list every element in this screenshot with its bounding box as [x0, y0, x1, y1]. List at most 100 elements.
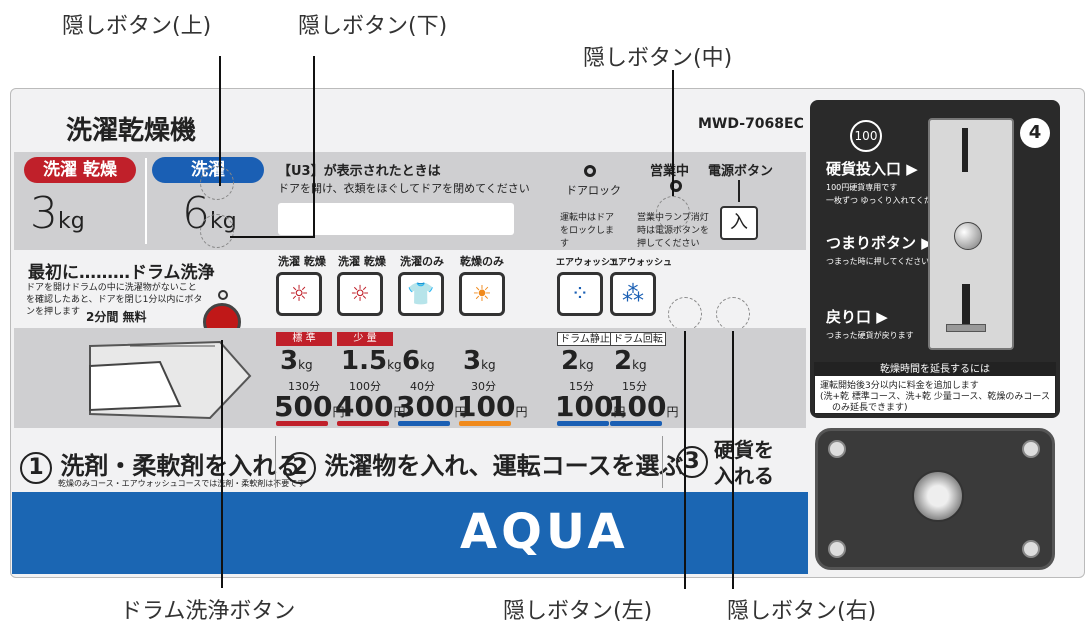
- power-button-label: 電源ボタン: [708, 164, 774, 179]
- door-lock-lamp: [584, 165, 596, 177]
- step-3-number: 3: [676, 446, 708, 478]
- hidden-button-bottom[interactable]: [200, 214, 234, 248]
- divider: [145, 158, 147, 244]
- step-divider: [275, 436, 276, 488]
- coin-value-icon: 100: [850, 120, 882, 152]
- capacity-unit: kg: [420, 358, 435, 372]
- capacity-unit: kg: [387, 358, 402, 372]
- price-value: 100: [608, 390, 667, 423]
- mode-label: 洗濯 乾燥: [278, 255, 326, 268]
- price-unit: 円: [393, 405, 406, 419]
- wash-dry-icon[interactable]: ☼: [276, 272, 322, 316]
- capacity-unit: kg: [579, 358, 594, 372]
- door-lock-label: ドアロック: [566, 184, 621, 197]
- capacity-value: 3: [280, 346, 299, 376]
- leader-line: [313, 56, 315, 238]
- key-lock-icon[interactable]: [912, 470, 964, 522]
- price-unit: 円: [613, 405, 626, 419]
- u3-title: 【U3】が表示されたときは: [278, 164, 441, 179]
- airwash-label: エアウォッシュ: [609, 258, 673, 268]
- door-illustration: [30, 336, 260, 422]
- leader-line: [732, 331, 734, 589]
- hidden-button-right[interactable]: [716, 297, 750, 331]
- capacity-unit: kg: [632, 358, 647, 372]
- coin-return-label: 戻り口 ▶: [826, 308, 888, 326]
- course-capacity: 2kg: [561, 346, 594, 376]
- airwash-icon[interactable]: ⁘: [557, 272, 603, 316]
- capacity-unit: kg: [481, 358, 496, 372]
- step-row-bg: [14, 430, 806, 490]
- capacity-value: 1.5: [341, 346, 388, 376]
- coin-return-slot[interactable]: [962, 284, 970, 332]
- step-1-number: 1: [20, 452, 52, 484]
- leader-line: [672, 70, 674, 196]
- course-price: 300円: [396, 390, 466, 423]
- airwash-label: エアウォッシュ: [556, 258, 620, 268]
- callout-hidden-left: 隠しボタン(左): [503, 599, 653, 624]
- price-value: 500: [274, 390, 333, 423]
- capacity-wash-dry: 3kg: [30, 188, 85, 239]
- course-duration: 100分: [349, 380, 381, 393]
- step-2-text: 洗濯物を入れ、運転コースを選ぶ: [324, 452, 684, 480]
- mode-label: 乾燥のみ: [460, 255, 504, 268]
- capacity-value: 2: [614, 346, 633, 376]
- drum-wash-lamp: [218, 290, 228, 300]
- step-2: 2 洗濯物を入れ、運転コースを選ぶ: [284, 446, 683, 484]
- step-divider: [662, 436, 663, 488]
- price-unit: 円: [332, 405, 345, 419]
- capacity-value: 3: [463, 346, 482, 376]
- jam-button[interactable]: [954, 222, 982, 250]
- course-tag: 標 準: [276, 332, 332, 346]
- price-unit: 円: [666, 405, 679, 419]
- mode-label: 洗濯のみ: [400, 255, 444, 268]
- price-value: 400: [335, 390, 394, 423]
- jam-button-label: つまりボタン ▶: [826, 234, 933, 252]
- capacity-unit: kg: [58, 209, 85, 234]
- wash-dry-icon[interactable]: ☼: [337, 272, 383, 316]
- course-tag: ドラム静止: [557, 332, 613, 346]
- course-duration: 40分: [410, 380, 435, 393]
- course-capacity: 2kg: [614, 346, 647, 376]
- course-capacity: 1.5kg: [341, 346, 402, 376]
- course-color-bar: [337, 421, 389, 426]
- panel-title: 洗濯乾燥機: [66, 116, 197, 146]
- bolt-icon: [828, 440, 846, 458]
- hidden-button-top[interactable]: [200, 166, 234, 200]
- course-capacity: 3kg: [280, 346, 313, 376]
- coin-slot[interactable]: [962, 128, 968, 172]
- dry-only-icon[interactable]: ☀: [459, 272, 505, 316]
- coin-return-lever[interactable]: [946, 324, 986, 332]
- hidden-button-left[interactable]: [668, 297, 702, 331]
- drum-wash-title: 最初に………ドラム洗浄: [28, 263, 215, 283]
- drum-wash-price: 2分間 無料: [86, 310, 147, 324]
- wash-only-icon[interactable]: 👕: [398, 272, 444, 316]
- course-price: 100円: [555, 390, 625, 423]
- bolt-icon: [1022, 540, 1040, 558]
- door-lock-text: 運転中はドアをロックします: [560, 213, 615, 249]
- course-price: 100円: [457, 390, 527, 423]
- course-duration: 15分: [569, 380, 594, 393]
- step-3-text-1: 硬貨を: [714, 438, 774, 462]
- course-color-bar: [610, 421, 662, 426]
- step-1-note: 乾燥のみコース・エアウォッシュコースでは洗剤・柔軟剤は不要です: [58, 479, 306, 488]
- pill-wash-dry: 洗濯 乾燥: [24, 157, 136, 183]
- price-value: 100: [457, 390, 516, 423]
- leader-line: [219, 56, 221, 186]
- callout-hidden-right: 隠しボタン(右): [727, 599, 877, 624]
- step-1-text: 洗剤・柔軟剤を入れる: [60, 452, 301, 480]
- price-unit: 円: [454, 405, 467, 419]
- course-price: 400円: [335, 390, 405, 423]
- u3-text: ドアを開け、衣類をほぐしてドアを閉めてください: [278, 182, 530, 195]
- u3-display: [278, 203, 514, 235]
- power-button[interactable]: 入: [720, 206, 758, 240]
- course-tag: ドラム回転: [610, 332, 666, 346]
- course-duration: 30分: [471, 380, 496, 393]
- extend-title: 乾燥時間を延長するには: [815, 363, 1055, 376]
- in-operation-lamp: [670, 180, 682, 192]
- hidden-button-middle[interactable]: [656, 196, 690, 230]
- bolt-icon: [828, 540, 846, 558]
- airwash-icon[interactable]: ⁂: [610, 272, 656, 316]
- coin-insert-note1: 100円硬貨専用です: [826, 183, 898, 192]
- leader-line: [221, 340, 223, 588]
- extend-text3: のみ延長できます): [832, 403, 908, 413]
